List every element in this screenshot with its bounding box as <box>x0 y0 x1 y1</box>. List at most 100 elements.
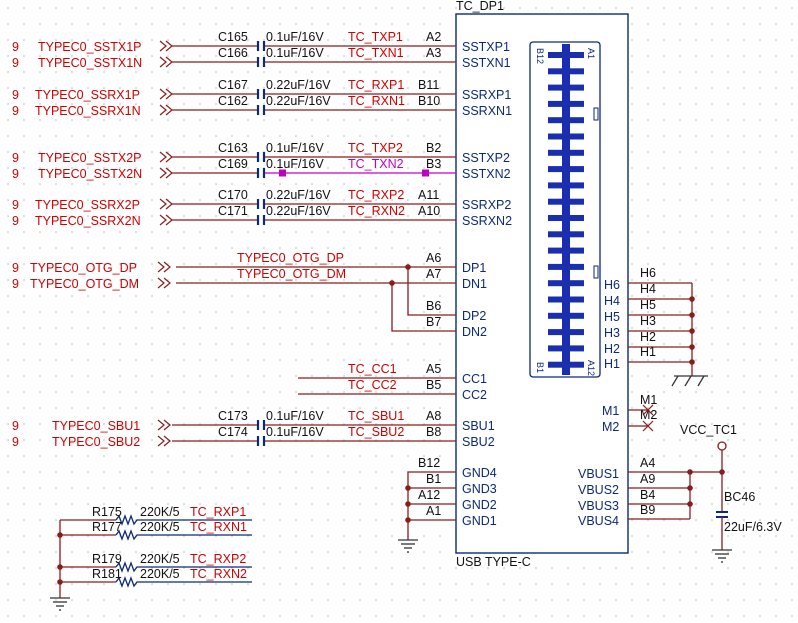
svg-text:0.22uF/16V: 0.22uF/16V <box>266 188 331 202</box>
svg-text:B10: B10 <box>418 94 440 108</box>
svg-text:H4: H4 <box>604 294 620 308</box>
svg-text:B12: B12 <box>535 48 545 64</box>
port-arrow-icon <box>157 261 171 273</box>
svg-text:H3: H3 <box>604 326 620 340</box>
svg-text:C173: C173 <box>218 409 248 423</box>
svg-text:SSRXN1: SSRXN1 <box>462 104 512 118</box>
svg-text:TYPEC0_SBU1: TYPEC0_SBU1 <box>52 419 140 433</box>
svg-text:VBUS1: VBUS1 <box>578 467 619 481</box>
svg-text:A12: A12 <box>418 488 440 502</box>
svg-text:CC2: CC2 <box>462 388 487 402</box>
connector-footprint: A1 B12 A12 B1 <box>529 41 601 378</box>
svg-text:9: 9 <box>12 167 19 181</box>
svg-text:A5: A5 <box>426 362 441 376</box>
svg-text:TC_RXP2: TC_RXP2 <box>348 188 404 202</box>
cc-nets: TC_CC1 TC_CC2 <box>298 362 424 395</box>
svg-text:CC1: CC1 <box>462 372 487 386</box>
ground-icon-vbus <box>712 549 732 563</box>
svg-text:0.1uF/16V: 0.1uF/16V <box>266 409 324 423</box>
svg-text:A7: A7 <box>426 267 441 281</box>
svg-text:VBUS4: VBUS4 <box>578 514 619 528</box>
vcc-power-symbol: VCC_TC1 <box>680 423 737 512</box>
svg-text:A4: A4 <box>640 456 655 470</box>
svg-text:TYPEC0_OTG_DM: TYPEC0_OTG_DM <box>30 277 139 291</box>
svg-text:B2: B2 <box>426 141 441 155</box>
capacitor-c173[interactable]: C173 0.1uF/16V TC_SBU1 <box>172 409 424 430</box>
svg-text:H2: H2 <box>640 330 656 344</box>
svg-text:TC_TXN1: TC_TXN1 <box>348 46 404 60</box>
svg-text:GND1: GND1 <box>462 514 497 528</box>
svg-text:TC_RXN1: TC_RXN1 <box>190 520 247 534</box>
otg-nets: TYPEC0_OTG_DP TYPEC0_OTG_DM <box>176 251 424 332</box>
svg-text:9: 9 <box>12 151 19 165</box>
svg-text:0.1uF/16V: 0.1uF/16V <box>266 46 324 60</box>
svg-text:TYPEC0_SSRX1N: TYPEC0_SSRX1N <box>35 104 141 118</box>
svg-text:C169: C169 <box>218 157 248 171</box>
svg-text:TC_SBU1: TC_SBU1 <box>348 409 404 423</box>
svg-text:SSRXP1: SSRXP1 <box>462 88 511 102</box>
svg-text:SSRXP2: SSRXP2 <box>462 198 511 212</box>
svg-text:0.22uF/16V: 0.22uF/16V <box>266 204 331 218</box>
svg-text:GND4: GND4 <box>462 466 497 480</box>
svg-text:TC_RXN2: TC_RXN2 <box>190 567 247 581</box>
svg-text:9: 9 <box>12 277 19 291</box>
svg-text:B5: B5 <box>426 378 441 392</box>
svg-text:B3: B3 <box>426 157 441 171</box>
capacitor-bc46[interactable]: BC46 22uF/6.3V <box>716 490 782 550</box>
svg-text:A12: A12 <box>586 360 596 376</box>
svg-text:H2: H2 <box>604 342 620 356</box>
svg-text:TYPEC0_SSRX2N: TYPEC0_SSRX2N <box>35 214 141 228</box>
connector-body[interactable] <box>455 13 629 554</box>
svg-text:A2: A2 <box>426 30 441 44</box>
svg-text:A8: A8 <box>426 409 441 423</box>
power-port-icon <box>717 441 727 451</box>
svg-text:B11: B11 <box>418 78 439 92</box>
svg-text:GND3: GND3 <box>462 482 497 496</box>
svg-text:TC_TXP2: TC_TXP2 <box>348 141 403 155</box>
ground-icon-left <box>398 539 418 553</box>
svg-text:9: 9 <box>12 40 19 54</box>
svg-text:R177: R177 <box>92 520 122 534</box>
offsheet-port[interactable]: 9 TYPEC0_OTG_DM <box>12 277 171 291</box>
svg-text:9: 9 <box>12 198 19 212</box>
svg-text:B1: B1 <box>535 362 545 373</box>
svg-text:TC_TXN2: TC_TXN2 <box>348 157 404 171</box>
svg-text:VCC_TC1: VCC_TC1 <box>680 423 737 437</box>
svg-text:R179: R179 <box>92 552 122 566</box>
svg-text:GND2: GND2 <box>462 498 497 512</box>
svg-text:H5: H5 <box>640 298 656 312</box>
no-connect-icon <box>642 404 654 432</box>
